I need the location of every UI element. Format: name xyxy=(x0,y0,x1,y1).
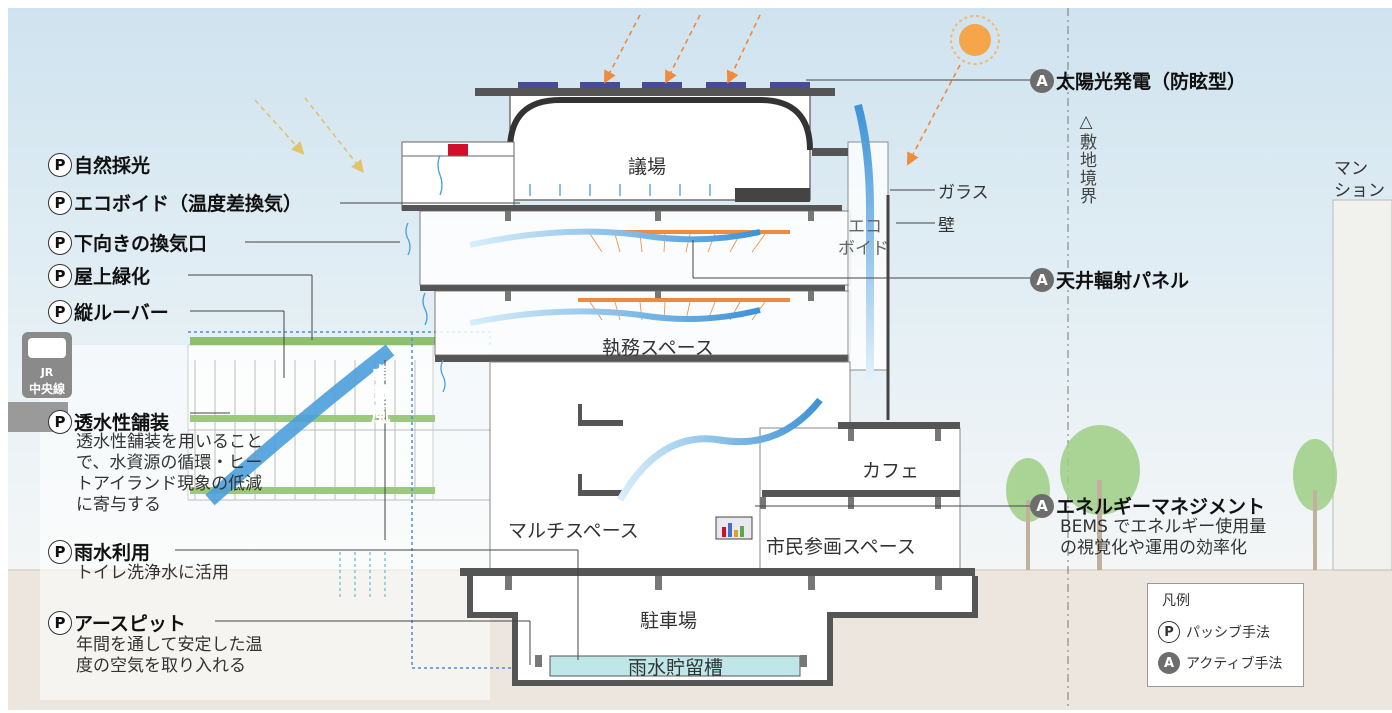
room-parking: 駐車場 xyxy=(640,610,698,632)
room-cafe: カフェ xyxy=(862,460,920,482)
legend: 凡例 P パッシブ手法 A アクティブ手法 xyxy=(1147,583,1304,687)
label-ecovoid-2: ボイド xyxy=(838,239,889,259)
passive-daylight: P 自然採光 xyxy=(48,151,150,178)
airflow-office-1 xyxy=(469,228,761,248)
roof-greenery xyxy=(190,337,435,345)
airflow-ecovoid xyxy=(854,103,874,380)
legend-active: A アクティブ手法 xyxy=(1158,652,1282,674)
label-site-boundary: △敷地境界 xyxy=(1076,112,1096,205)
active-energy-mgmt: A エネルギーマネジメント xyxy=(1030,492,1265,519)
label-mansion-2: ション xyxy=(1334,181,1385,201)
passive-earth-pit: P アースピット xyxy=(48,609,186,636)
passive-permeable-paving: P 透水性舗装 xyxy=(48,408,169,435)
jr-label: JR xyxy=(40,366,54,379)
red-unit xyxy=(448,144,468,156)
permeable-paving-desc: 透水性舗装を用いること で、水資源の循環・ヒー トアイランド現象の低減 に寄与す… xyxy=(76,432,263,515)
airflow-office-2 xyxy=(469,307,761,326)
leader-lines xyxy=(175,79,1035,665)
roof-slab xyxy=(475,88,835,96)
rainwater-desc: トイレ洗浄水に活用 xyxy=(76,563,229,583)
room-multi: マルチスペース xyxy=(508,520,639,542)
room-assembly: 議場 xyxy=(628,156,667,178)
label-glass: ガラス xyxy=(938,183,989,203)
active-badge-icon: A xyxy=(1030,68,1054,93)
energy-mgmt-desc: BEMS でエネルギー使用量 の視覚化や運用の効率化 xyxy=(1060,517,1267,558)
passive-eco-void: P エコボイド（温度差換気） xyxy=(48,189,302,216)
passive-badge-icon: P xyxy=(48,409,72,434)
radiant-panel-1 xyxy=(578,230,790,234)
passive-louver: P 縦ルーバー xyxy=(48,298,169,325)
active-badge-icon: A xyxy=(1030,267,1054,292)
legend-title: 凡例 xyxy=(1162,593,1190,609)
passive-roof-greening: P 屋上緑化 xyxy=(48,262,150,289)
active-badge-icon: A xyxy=(1030,493,1054,518)
passive-badge-icon: P xyxy=(48,539,72,564)
passive-badge-icon: P xyxy=(1158,621,1180,643)
label-ecovoid-1: エコ xyxy=(848,217,882,237)
passive-badge-icon: P xyxy=(48,610,72,635)
passive-rainwater: P 雨水利用 xyxy=(48,538,150,565)
passive-badge-icon: P xyxy=(48,152,72,177)
active-badge-icon: A xyxy=(1158,652,1180,674)
label-wall: 壁 xyxy=(938,216,955,236)
passive-badge-icon: P xyxy=(48,263,72,288)
mansion xyxy=(1332,199,1392,571)
jr-line-label: 中央線 xyxy=(28,382,65,396)
active-radiant-panel: A 天井輻射パネル xyxy=(1030,266,1189,293)
room-tank: 雨水貯留槽 xyxy=(628,657,724,679)
legend-passive: P パッシブ手法 xyxy=(1158,621,1270,643)
active-solar: A 太陽光発電（防眩型） xyxy=(1030,67,1246,94)
label-prevailing-wind: 卓越風 xyxy=(367,364,391,424)
prevailing-wind xyxy=(205,344,395,506)
passive-badge-icon: P xyxy=(48,190,72,215)
passive-badge-icon: P xyxy=(48,299,72,324)
passive-vent: P 下向きの換気口 xyxy=(48,229,207,256)
solar-panels xyxy=(518,82,810,88)
label-mansion-1: マン xyxy=(1334,159,1368,179)
airflow-multi xyxy=(616,397,823,502)
sun xyxy=(959,24,991,56)
passive-badge-icon: P xyxy=(48,230,72,255)
radiant-panel-2 xyxy=(578,298,790,302)
jr-sign: JR 中央線 xyxy=(22,332,72,398)
earth-pit-desc: 年間を通して安定した温 度の空気を取り入れる xyxy=(76,635,263,676)
room-office: 執務スペース xyxy=(602,337,714,359)
room-citizen: 市民参画スペース xyxy=(766,536,916,558)
